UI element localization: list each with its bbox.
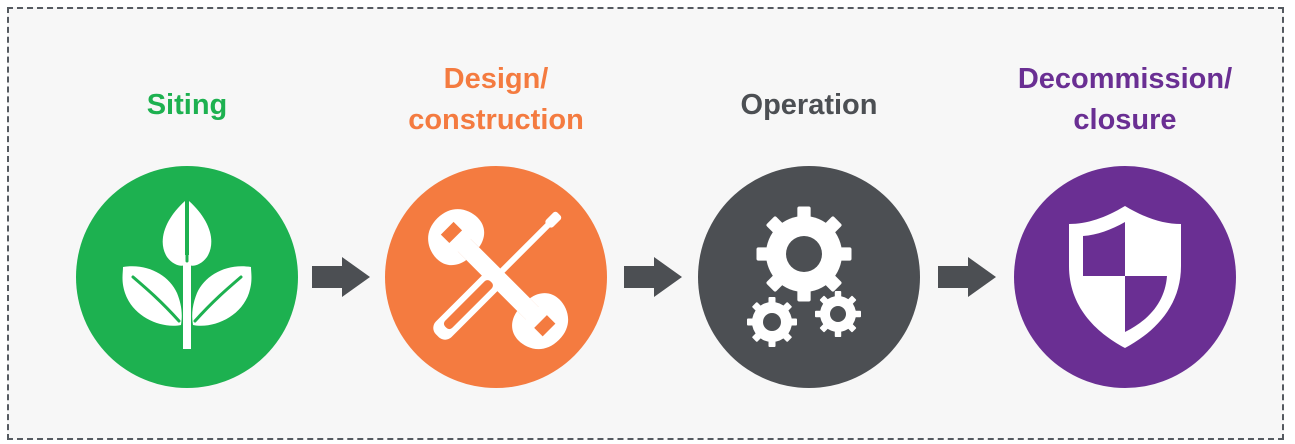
stage-design-label: Design/ construction <box>356 59 636 141</box>
stage-siting-circle <box>76 166 298 388</box>
stage-design-circle <box>385 166 607 388</box>
stage-operation-circle <box>698 166 920 388</box>
plant-icon <box>122 201 252 349</box>
stage-operation-label-line1: Operation <box>740 89 878 121</box>
stage-siting: Siting <box>67 0 307 444</box>
stage-design-label-line1: Design/ <box>443 63 549 95</box>
gears-icon <box>747 206 861 347</box>
shield-icon <box>1069 206 1181 348</box>
stage-design-label-line2: construction <box>408 104 584 136</box>
arrow-right-icon <box>624 257 682 297</box>
stage-operation: Operation <box>689 0 929 444</box>
stage-siting-label-line1: Siting <box>146 89 228 121</box>
stage-operation-label: Operation <box>669 85 949 126</box>
stage-decommission-label-line1: Decommission/ <box>1017 63 1233 95</box>
stage-siting-label: Siting <box>47 85 327 126</box>
stage-decommission-circle <box>1014 166 1236 388</box>
tools-icon <box>428 209 569 350</box>
stage-decommission-closure: Decommission/ closure <box>1005 0 1245 444</box>
arrow-right-icon <box>312 257 370 297</box>
stage-decommission-label: Decommission/ closure <box>985 59 1265 141</box>
arrow-right-icon <box>938 257 996 297</box>
stage-decommission-label-line2: closure <box>1073 104 1177 136</box>
stage-design-construction: Design/ construction <box>376 0 616 444</box>
